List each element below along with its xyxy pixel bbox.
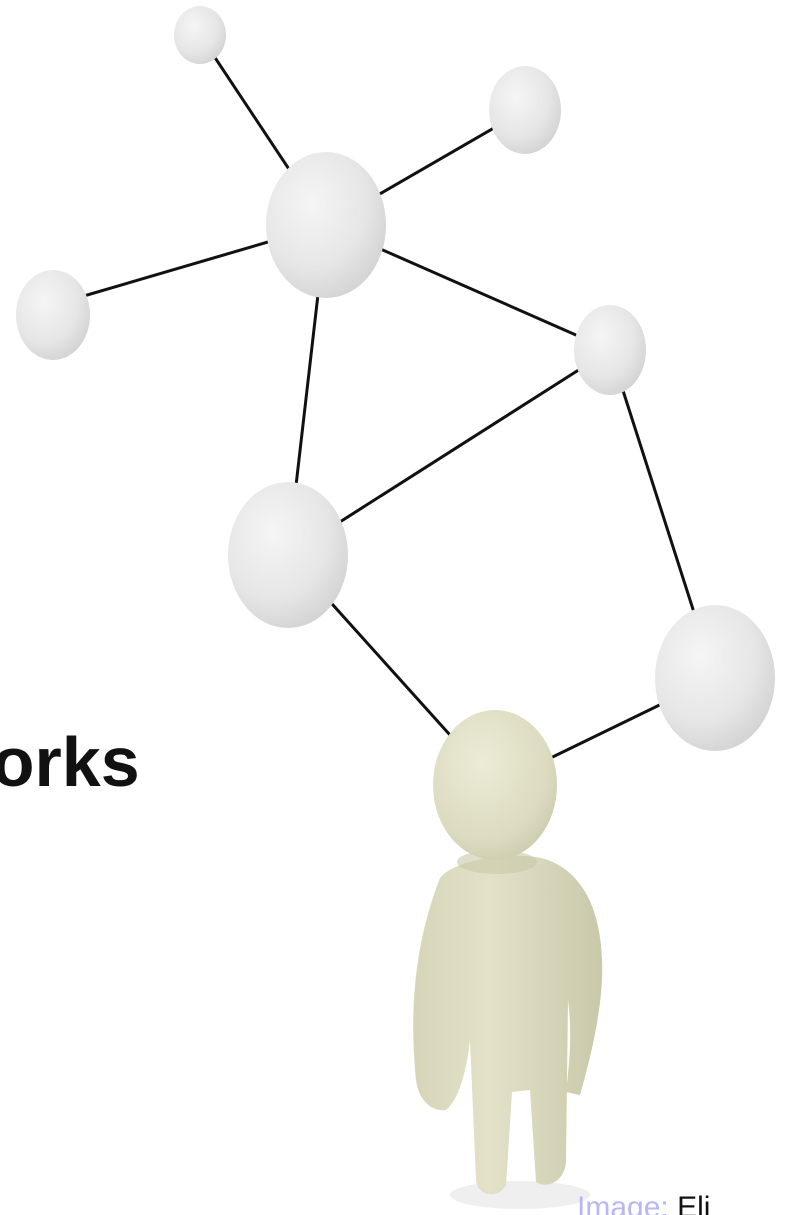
credit-name: Eli xyxy=(677,1191,711,1215)
edge xyxy=(287,348,611,557)
network-node xyxy=(266,152,386,298)
network-node xyxy=(574,305,646,395)
network-edges xyxy=(52,34,717,787)
network-node xyxy=(228,482,348,628)
image-credit: Image: Eli xyxy=(577,1190,710,1215)
credit-label[interactable]: Image: xyxy=(577,1191,669,1215)
slide-title: tworks xyxy=(0,722,320,802)
network-node xyxy=(16,270,90,360)
network-node xyxy=(174,6,226,64)
slide-title-text: tworks xyxy=(0,723,140,801)
network-node xyxy=(655,605,775,751)
person-figure-icon xyxy=(413,710,603,1209)
network-node xyxy=(489,66,561,154)
network-graph-icon xyxy=(16,6,775,751)
